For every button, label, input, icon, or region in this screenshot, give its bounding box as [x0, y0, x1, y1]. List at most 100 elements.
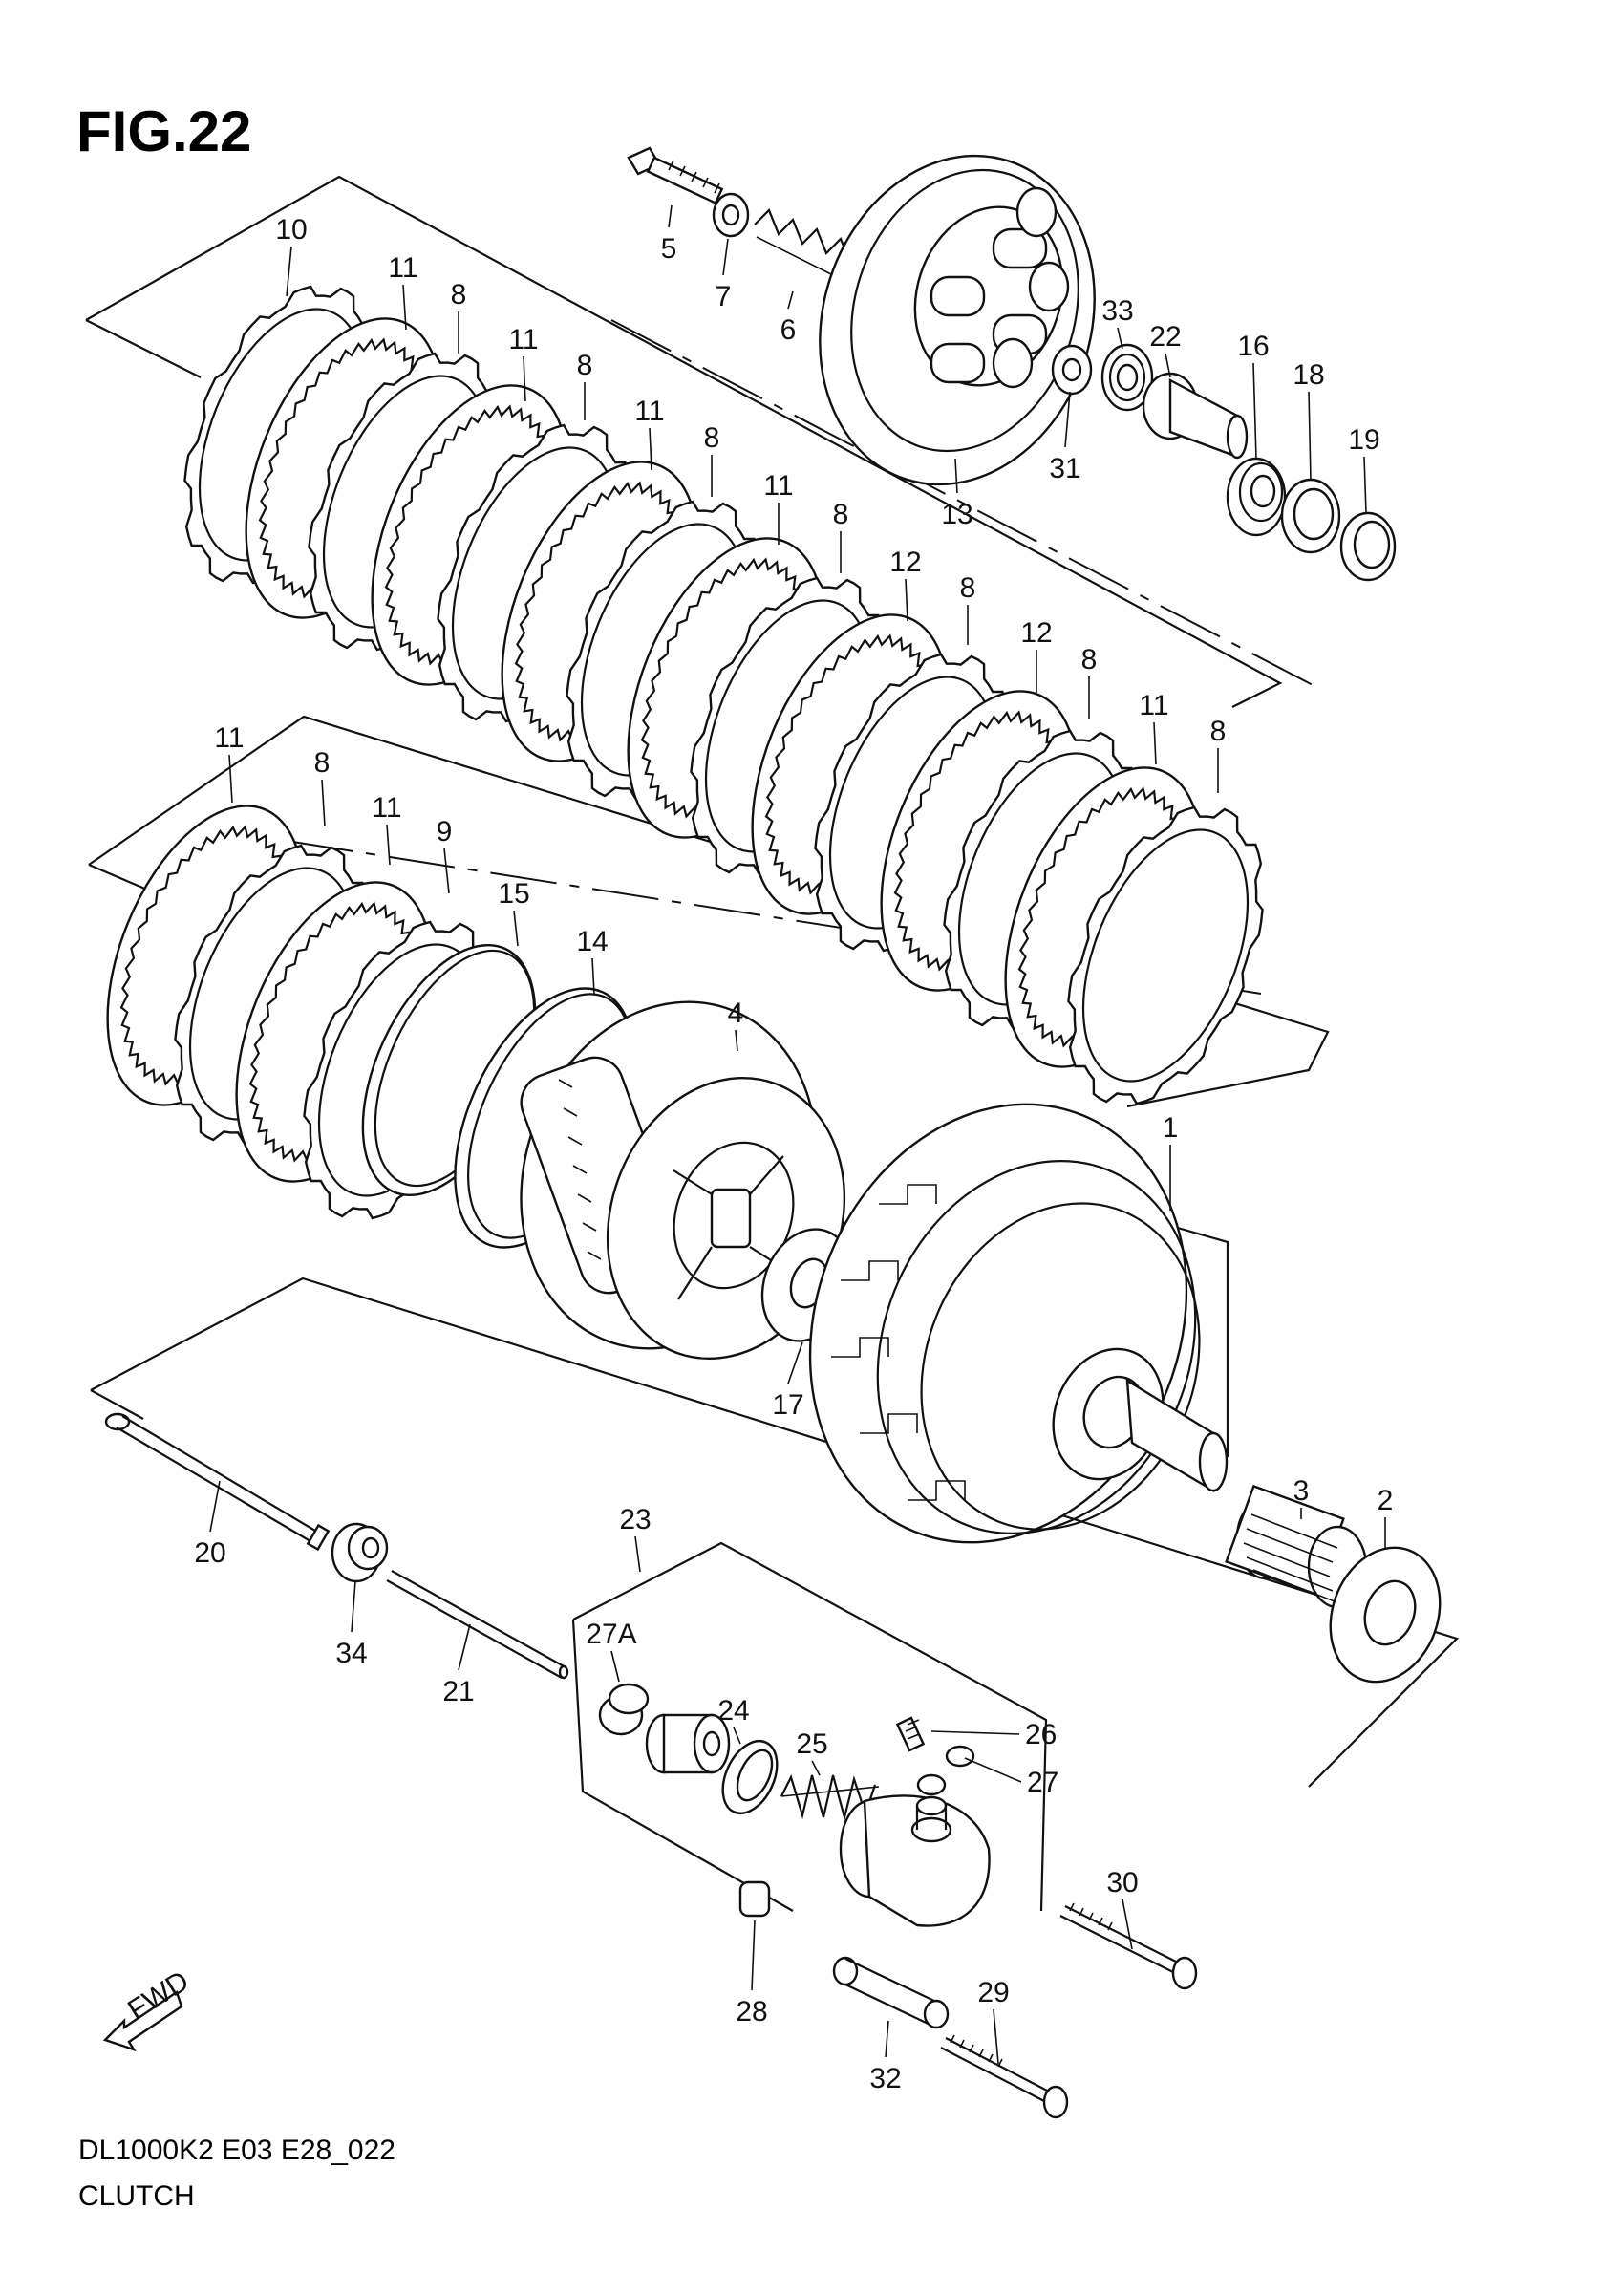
dowel-32	[832, 1956, 950, 2029]
callout-8d: 8	[833, 499, 849, 573]
callout-label: 33	[1101, 295, 1133, 327]
callout-31: 31	[1049, 391, 1081, 484]
callout-label: 21	[442, 1676, 474, 1707]
callout-2: 2	[1378, 1485, 1394, 1548]
push-rod-20	[104, 1412, 331, 1552]
callout-32: 32	[869, 2020, 902, 2094]
callout-28: 28	[736, 1920, 768, 2028]
dowel-pin-28	[738, 1880, 771, 1918]
release-cylinder-body	[839, 1794, 991, 1927]
callout-13: 13	[941, 458, 973, 530]
callout-label: 13	[941, 499, 972, 530]
callout-8c: 8	[704, 422, 719, 497]
callout-label: 10	[275, 214, 307, 246]
washer-7	[712, 192, 750, 238]
callout-20: 20	[194, 1480, 226, 1569]
callout-label: 14	[576, 926, 608, 957]
callout-label: 11	[763, 470, 793, 502]
figure-caption: CLUTCH	[78, 2180, 195, 2212]
callout-24: 24	[717, 1695, 750, 1745]
callout-label: 20	[194, 1537, 225, 1569]
bleeder-valve-26	[895, 1716, 926, 1752]
callout-label: 12	[889, 547, 921, 578]
callout-label: 32	[869, 2063, 901, 2094]
callout-9: 9	[437, 816, 452, 894]
callout-5: 5	[661, 204, 677, 265]
callout-label: 29	[977, 1977, 1009, 2008]
callout-label: 19	[1348, 424, 1379, 456]
callout-30: 30	[1106, 1867, 1139, 1950]
callout-11e: 11	[1139, 690, 1169, 765]
callout-12b: 12	[1020, 617, 1053, 693]
callout-7: 7	[716, 238, 731, 312]
pressure-plate-13	[819, 154, 1096, 486]
callout-label: 11	[508, 324, 538, 355]
nut-16	[1226, 457, 1287, 537]
callout-label: 15	[498, 878, 529, 910]
callout-12a: 12	[889, 547, 922, 622]
axis-line-upper	[610, 319, 1319, 689]
forward-arrow-icon: FWD	[102, 1965, 195, 2052]
callout-label: 18	[1293, 359, 1324, 391]
oil-seal-34	[331, 1522, 389, 1583]
callout-label: 11	[372, 792, 401, 824]
callout-14: 14	[576, 926, 609, 995]
callout-label: 3	[1293, 1475, 1310, 1507]
callout-label: 8	[960, 572, 976, 604]
callout-6: 6	[780, 290, 796, 346]
callout-26: 26	[930, 1719, 1057, 1750]
callout-label: 8	[451, 279, 467, 311]
washer-19	[1339, 511, 1397, 582]
model-code: DL1000K2 E03 E28_022	[78, 2135, 395, 2166]
callout-label: 23	[619, 1504, 651, 1535]
callout-label: 8	[833, 499, 849, 530]
callout-label: 11	[634, 396, 664, 427]
callout-11b: 11	[508, 324, 539, 402]
callout-label: 5	[661, 233, 677, 265]
callout-29: 29	[977, 1977, 1010, 2065]
callout-label: 30	[1106, 1867, 1138, 1899]
callout-label: 4	[728, 998, 744, 1029]
callout-16: 16	[1237, 331, 1270, 460]
callout-label: 11	[214, 722, 244, 754]
cap-27a	[598, 1683, 650, 1736]
figure-title: FIG.22	[76, 99, 251, 163]
upper-plate-group-outline	[85, 175, 1283, 708]
callout-10: 10	[275, 214, 308, 297]
callout-label: 12	[1020, 617, 1052, 649]
callout-label: 27	[1027, 1767, 1058, 1798]
callout-22: 22	[1149, 321, 1182, 378]
callout-27: 27	[964, 1757, 1058, 1798]
callout-label: 28	[736, 1996, 767, 2028]
callout-label: 26	[1025, 1719, 1057, 1750]
callout-label: 8	[577, 350, 593, 381]
washer-18	[1280, 478, 1341, 554]
callout-11f: 11	[214, 722, 245, 804]
thrust-washer-2	[1329, 1546, 1442, 1684]
callout-8f: 8	[1081, 644, 1098, 719]
callout-21: 21	[442, 1623, 475, 1707]
callout-label: 17	[772, 1389, 803, 1421]
callout-33: 33	[1101, 295, 1134, 350]
needle-bearing-3	[1225, 1484, 1368, 1609]
push-rod-21	[386, 1570, 569, 1680]
callout-1: 1	[1163, 1112, 1179, 1211]
callout-label: 1	[1163, 1112, 1179, 1144]
push-piece-22	[1142, 372, 1249, 460]
clutch-sleeve-hub-4	[520, 1000, 846, 1361]
callout-label: 31	[1049, 453, 1080, 484]
callout-11c: 11	[634, 396, 665, 471]
callout-18: 18	[1293, 359, 1325, 481]
callout-label: 2	[1378, 1485, 1394, 1516]
callout-label: 8	[1081, 644, 1098, 676]
callout-17: 17	[772, 1341, 804, 1421]
bearing-33	[1100, 343, 1154, 412]
clutch-plate-upper-15	[1067, 805, 1264, 1105]
bolt-30	[1059, 1902, 1198, 1990]
axis-line-lower	[286, 840, 1262, 995]
callout-4: 4	[728, 998, 744, 1052]
callout-label: 25	[796, 1728, 827, 1760]
callout-label: 16	[1237, 331, 1269, 362]
callout-34: 34	[335, 1580, 368, 1669]
